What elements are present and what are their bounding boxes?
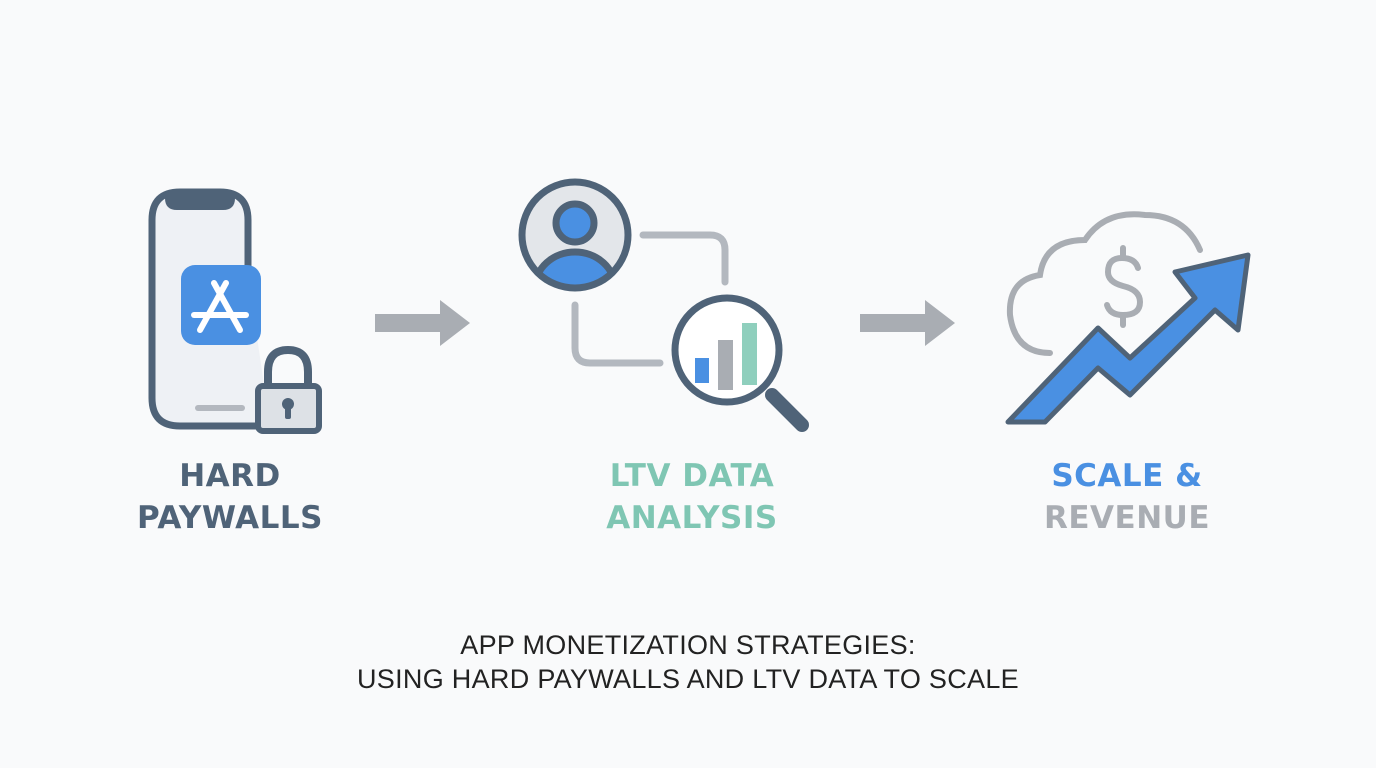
chart-bar bbox=[718, 340, 733, 390]
growth-arrow-icon bbox=[1005, 252, 1251, 425]
app-store-icon bbox=[181, 265, 261, 345]
connector-lines bbox=[571, 231, 729, 367]
user-magnifier-chart-icon bbox=[518, 178, 809, 432]
caption-line2: USING HARD PAYWALLS AND LTV DATA TO SCAL… bbox=[357, 664, 1019, 694]
cloud-dollar-growth-arrow-icon bbox=[1005, 211, 1251, 425]
chart-bar bbox=[742, 323, 757, 385]
step-label-scale-revenue: SCALE & REVENUE bbox=[997, 455, 1257, 539]
step-label-line1: HARD bbox=[179, 458, 281, 494]
user-avatar-icon bbox=[518, 178, 632, 292]
magnifier-chart-icon bbox=[671, 294, 809, 432]
step-label-line1: SCALE & bbox=[1051, 458, 1203, 494]
diagram-caption: APP MONETIZATION STRATEGIES: USING HARD … bbox=[0, 628, 1376, 696]
phone-app-store-lock-icon bbox=[148, 188, 322, 434]
step-label-line2: ANALYSIS bbox=[606, 500, 778, 536]
caption-line1: APP MONETIZATION STRATEGIES: bbox=[460, 630, 916, 660]
step-label-line2: REVENUE bbox=[1043, 500, 1210, 536]
step-label-hard-paywalls: HARD PAYWALLS bbox=[100, 455, 360, 539]
arrow-right-icon bbox=[375, 300, 470, 346]
arrow-right-icon bbox=[860, 300, 955, 346]
dollar-sign-icon bbox=[1104, 245, 1144, 328]
chart-bar bbox=[695, 358, 709, 383]
step-label-line1: LTV DATA bbox=[609, 458, 775, 494]
cloud-icon bbox=[1006, 211, 1203, 356]
step-label-line2: PAYWALLS bbox=[137, 500, 323, 536]
step-label-ltv-data-analysis: LTV DATA ANALYSIS bbox=[562, 455, 822, 539]
lock-icon bbox=[255, 345, 322, 434]
